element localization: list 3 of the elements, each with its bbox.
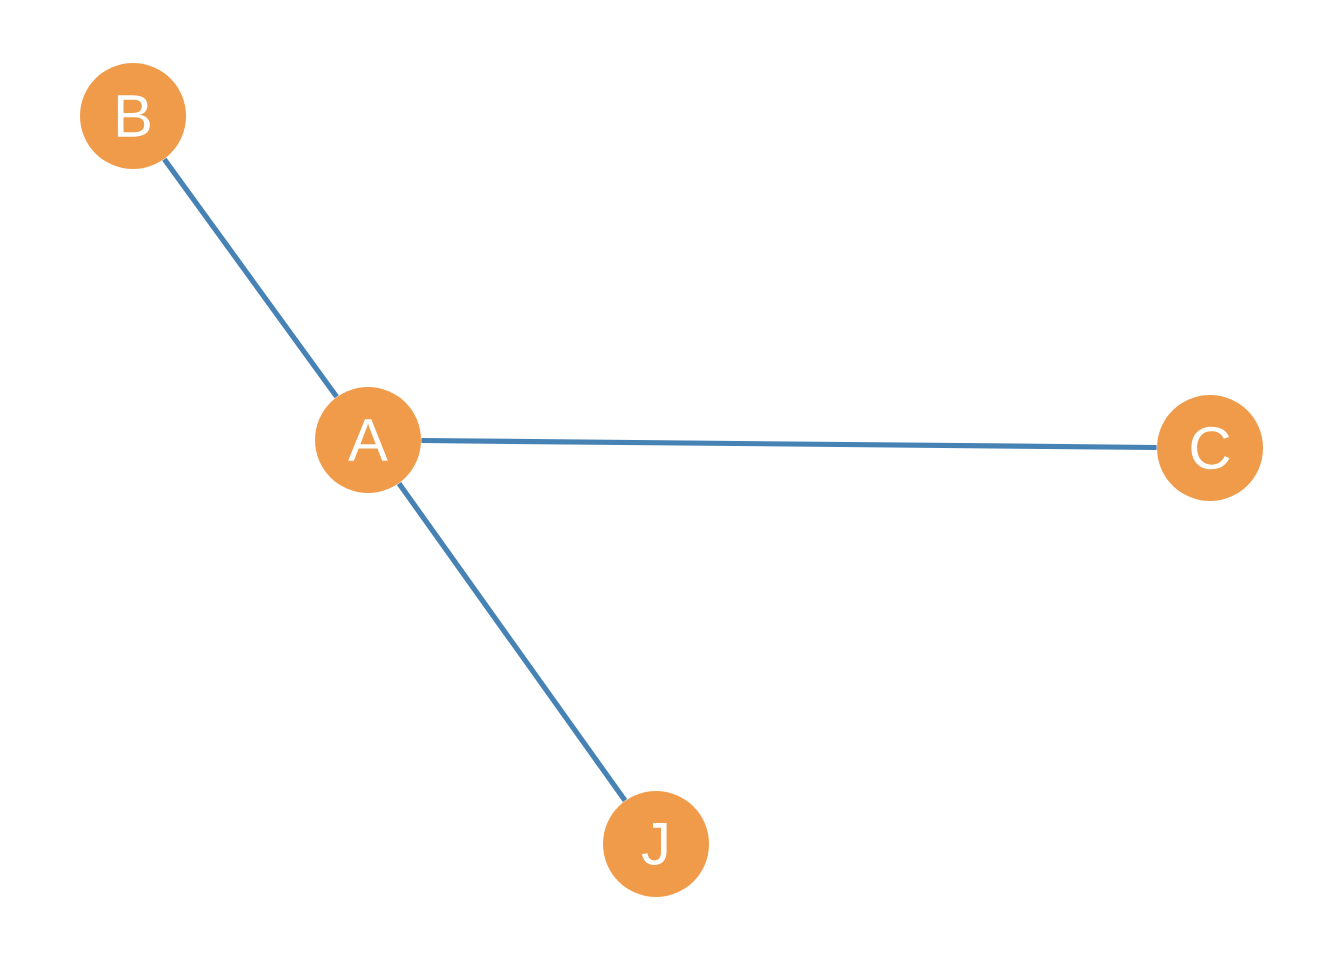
connector-line — [162, 157, 339, 399]
connector-line — [421, 437, 1157, 451]
connector-line — [396, 481, 628, 803]
